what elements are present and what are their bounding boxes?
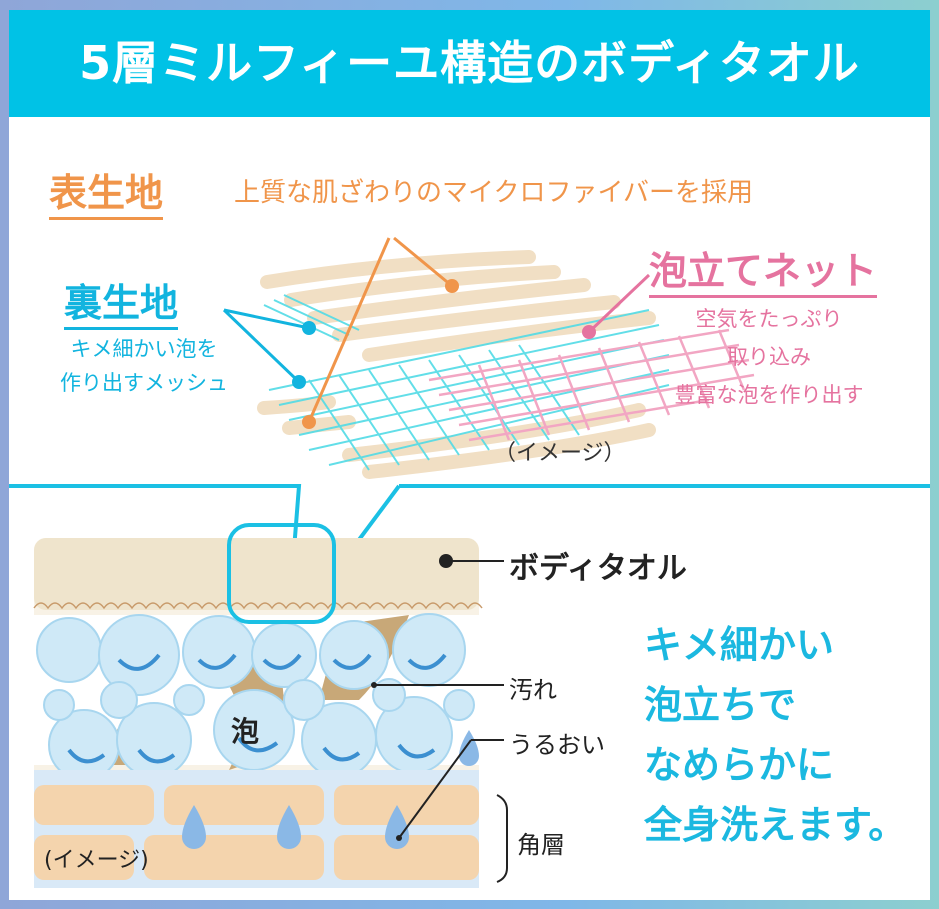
tagline: キメ細かい 泡立ちで なめらかに 全身洗えます。 [644, 615, 906, 855]
inner-fabric-line-1: キメ細かい泡を [70, 337, 218, 361]
top-image-note: （イメージ） [494, 441, 626, 466]
tagline-line-3: なめらかに [644, 743, 835, 787]
fabric-layers-illustration [9, 236, 930, 888]
inner-fabric-line-2: 作り出すメッシュ [60, 371, 228, 395]
foam-net-line-3: 豊富な泡を作り出す [674, 383, 864, 407]
inner-fabric-description: キメ細かい泡を 作り出すメッシュ [29, 332, 259, 400]
tagline-line-2: 泡立ちで [644, 683, 797, 727]
dirt-label: 汚れ [509, 676, 557, 704]
page-title: 5層ミルフィーユ構造のボディタオル [9, 10, 930, 117]
bottom-image-note: (イメージ) [44, 848, 149, 873]
foam-net-line-1: 空気をたっぷり [695, 307, 843, 331]
tagline-line-1: キメ細かい [644, 623, 835, 667]
foam-net-line-2: 取り込み [727, 345, 811, 369]
inner-fabric-label: 裏生地 [64, 272, 179, 330]
foam-net-description: 空気をたっぷり 取り込み 豊富な泡を作り出す [629, 300, 909, 414]
foam-label: 泡 [231, 715, 260, 748]
moisture-label: うるおい [509, 731, 605, 759]
outer-fabric-description: 上質な肌ざわりのマイクロファイバーを採用 [234, 178, 753, 208]
outer-fabric-label: 表生地 [49, 162, 164, 220]
body-towel-label: ボディタオル [509, 551, 687, 586]
stratum-corneum-label: 角層 [517, 831, 565, 859]
foam-net-label: 泡立てネット [649, 240, 878, 298]
tagline-line-4: 全身洗えます。 [644, 803, 907, 847]
infographic-frame: 5層ミルフィーユ構造のボディタオル [9, 10, 930, 900]
